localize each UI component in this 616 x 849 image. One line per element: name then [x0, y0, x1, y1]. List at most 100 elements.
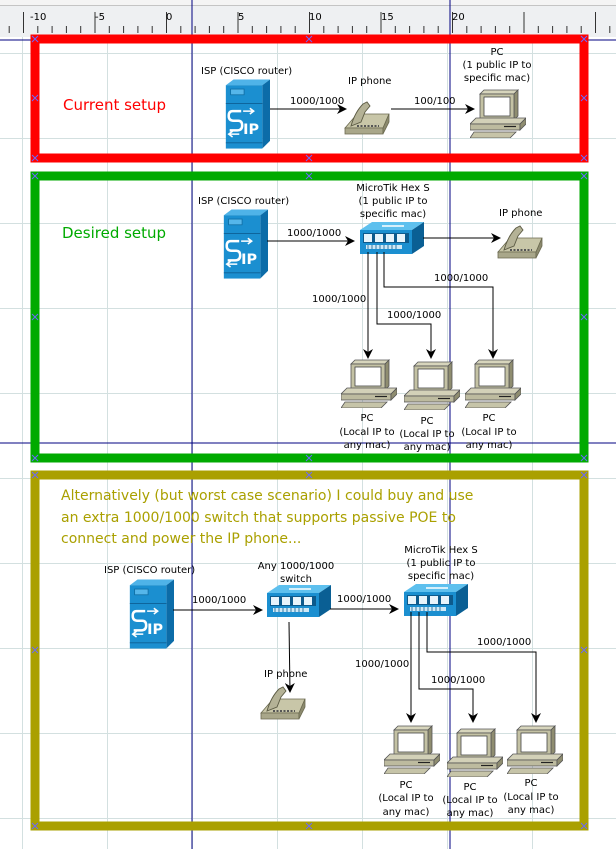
- microtik-label: (1 public IP to: [359, 196, 428, 207]
- ruler-label: -10: [30, 12, 46, 23]
- pc-label: any mac): [508, 805, 555, 816]
- link-label: 1000/1000: [337, 594, 391, 605]
- connection-handle[interactable]: [31, 822, 39, 830]
- link-label: 1000/1000: [387, 310, 441, 321]
- microtik-label: MicroTik Hex S: [404, 545, 477, 556]
- pc-label: (Local IP to: [339, 427, 394, 438]
- alternative-title-line: Alternatively (but worst case scenario) …: [61, 488, 473, 504]
- ruler-label: 20: [452, 12, 465, 23]
- isp-router-icon[interactable]: [222, 208, 268, 280]
- pc-icon[interactable]: [507, 725, 563, 774]
- pc-icon[interactable]: [470, 89, 526, 138]
- link-microtik-to-pc3[interactable]: [383, 252, 498, 359]
- connection-handle[interactable]: [305, 35, 313, 43]
- connection-handle[interactable]: [580, 94, 588, 102]
- connection-handle[interactable]: [31, 94, 39, 102]
- ruler-top-bar: [0, 0, 616, 6]
- phone-label: IP phone: [499, 208, 542, 219]
- section-current-setup[interactable]: Current setup ISP (CISCO router) 1000/10…: [30, 34, 589, 163]
- link-switch-to-phone[interactable]: [284, 621, 295, 693]
- pc-label: (Local IP to: [378, 793, 433, 804]
- connection-handle[interactable]: [31, 313, 39, 321]
- connection-handle[interactable]: [31, 35, 39, 43]
- microtik-hex-s-icon[interactable]: [403, 584, 468, 617]
- pc-label: (Local IP to: [442, 795, 497, 806]
- connection-handle[interactable]: [580, 822, 588, 830]
- connection-handle[interactable]: [305, 822, 313, 830]
- pc-label: (1 public IP to: [463, 60, 532, 71]
- connection-handle[interactable]: [580, 646, 588, 654]
- connection-handle[interactable]: [580, 313, 588, 321]
- ruler-label: 10: [309, 12, 322, 23]
- pc-label: (Local IP to: [503, 792, 558, 803]
- connection-handle[interactable]: [580, 172, 588, 180]
- isp-router-icon[interactable]: [128, 578, 174, 650]
- connection-handle[interactable]: [580, 454, 588, 462]
- connection-handle[interactable]: [31, 172, 39, 180]
- link-label: 1000/1000: [287, 228, 341, 239]
- microtik-hex-s-icon[interactable]: [359, 222, 424, 255]
- connection-handle[interactable]: [305, 471, 313, 479]
- link-label: 100/100: [414, 96, 456, 107]
- pc-icon[interactable]: [465, 359, 521, 408]
- switch-label: switch: [280, 574, 312, 585]
- current-setup-title: Current setup: [63, 96, 166, 114]
- pc-label: PC: [360, 413, 373, 424]
- connection-handle[interactable]: [580, 471, 588, 479]
- connection-handle[interactable]: [580, 35, 588, 43]
- switch-label: Any 1000/1000: [258, 561, 335, 572]
- section-alternative-setup[interactable]: Alternatively (but worst case scenario) …: [30, 470, 589, 831]
- pc-label: PC: [482, 413, 495, 424]
- link-microtik-to-pc2[interactable]: [418, 612, 478, 723]
- passive-poe-switch-icon[interactable]: [266, 585, 331, 618]
- isp-label: ISP (CISCO router): [198, 196, 289, 207]
- section-desired-setup[interactable]: Desired setup ISP (CISCO router) 1000/10…: [30, 171, 589, 463]
- pc-icon[interactable]: [447, 728, 503, 777]
- pc-label: any mac): [344, 440, 391, 451]
- connection-handle[interactable]: [31, 646, 39, 654]
- pc-label: any mac): [383, 807, 430, 818]
- link-label: 1000/1000: [312, 294, 366, 305]
- pc-icon[interactable]: [404, 361, 460, 410]
- isp-router-icon[interactable]: [224, 78, 270, 150]
- link-microtik-to-pc3[interactable]: [426, 612, 541, 723]
- microtik-label: (1 public IP to: [407, 558, 476, 569]
- desired-setup-title: Desired setup: [62, 224, 166, 242]
- link-label: 1000/1000: [192, 595, 246, 606]
- pc-icon[interactable]: [384, 725, 440, 774]
- link-label: 1000/1000: [355, 659, 409, 670]
- alternative-title-line: an extra 1000/1000 switch that supports …: [61, 510, 456, 526]
- alternative-setup-frame[interactable]: [30, 470, 589, 831]
- ip-phone-icon[interactable]: [497, 225, 543, 259]
- phone-label: IP phone: [264, 669, 307, 680]
- isp-label: ISP (CISCO router): [201, 66, 292, 77]
- pc-label: any mac): [447, 808, 494, 819]
- microtik-label: specific mac): [408, 571, 474, 582]
- connection-handle[interactable]: [305, 172, 313, 180]
- phone-label: IP phone: [348, 76, 391, 87]
- pc-label: any mac): [404, 442, 451, 453]
- connection-handle[interactable]: [305, 454, 313, 462]
- ruler-label: 0: [166, 12, 172, 23]
- link-label: 1000/1000: [477, 637, 531, 648]
- alternative-title-line: connect and power the IP phone...: [61, 531, 301, 547]
- pc-icon[interactable]: [341, 359, 397, 408]
- ip-phone-icon[interactable]: [260, 686, 306, 720]
- connection-handle[interactable]: [31, 471, 39, 479]
- ruler-label: 5: [238, 12, 244, 23]
- ruler-label: -5: [95, 12, 105, 23]
- connection-handle[interactable]: [580, 154, 588, 162]
- link-label: 1000/1000: [431, 675, 485, 686]
- pc-label: any mac): [466, 440, 513, 451]
- pc-label: PC: [490, 47, 503, 58]
- connection-handle[interactable]: [31, 154, 39, 162]
- link-microtik-to-pc2[interactable]: [376, 252, 436, 359]
- ip-phone-icon[interactable]: [344, 101, 390, 135]
- pc-label: PC: [420, 416, 433, 427]
- connection-handle[interactable]: [305, 154, 313, 162]
- connection-handle[interactable]: [31, 454, 39, 462]
- microtik-label: MicroTik Hex S: [356, 183, 429, 194]
- pc-label: PC: [524, 778, 537, 789]
